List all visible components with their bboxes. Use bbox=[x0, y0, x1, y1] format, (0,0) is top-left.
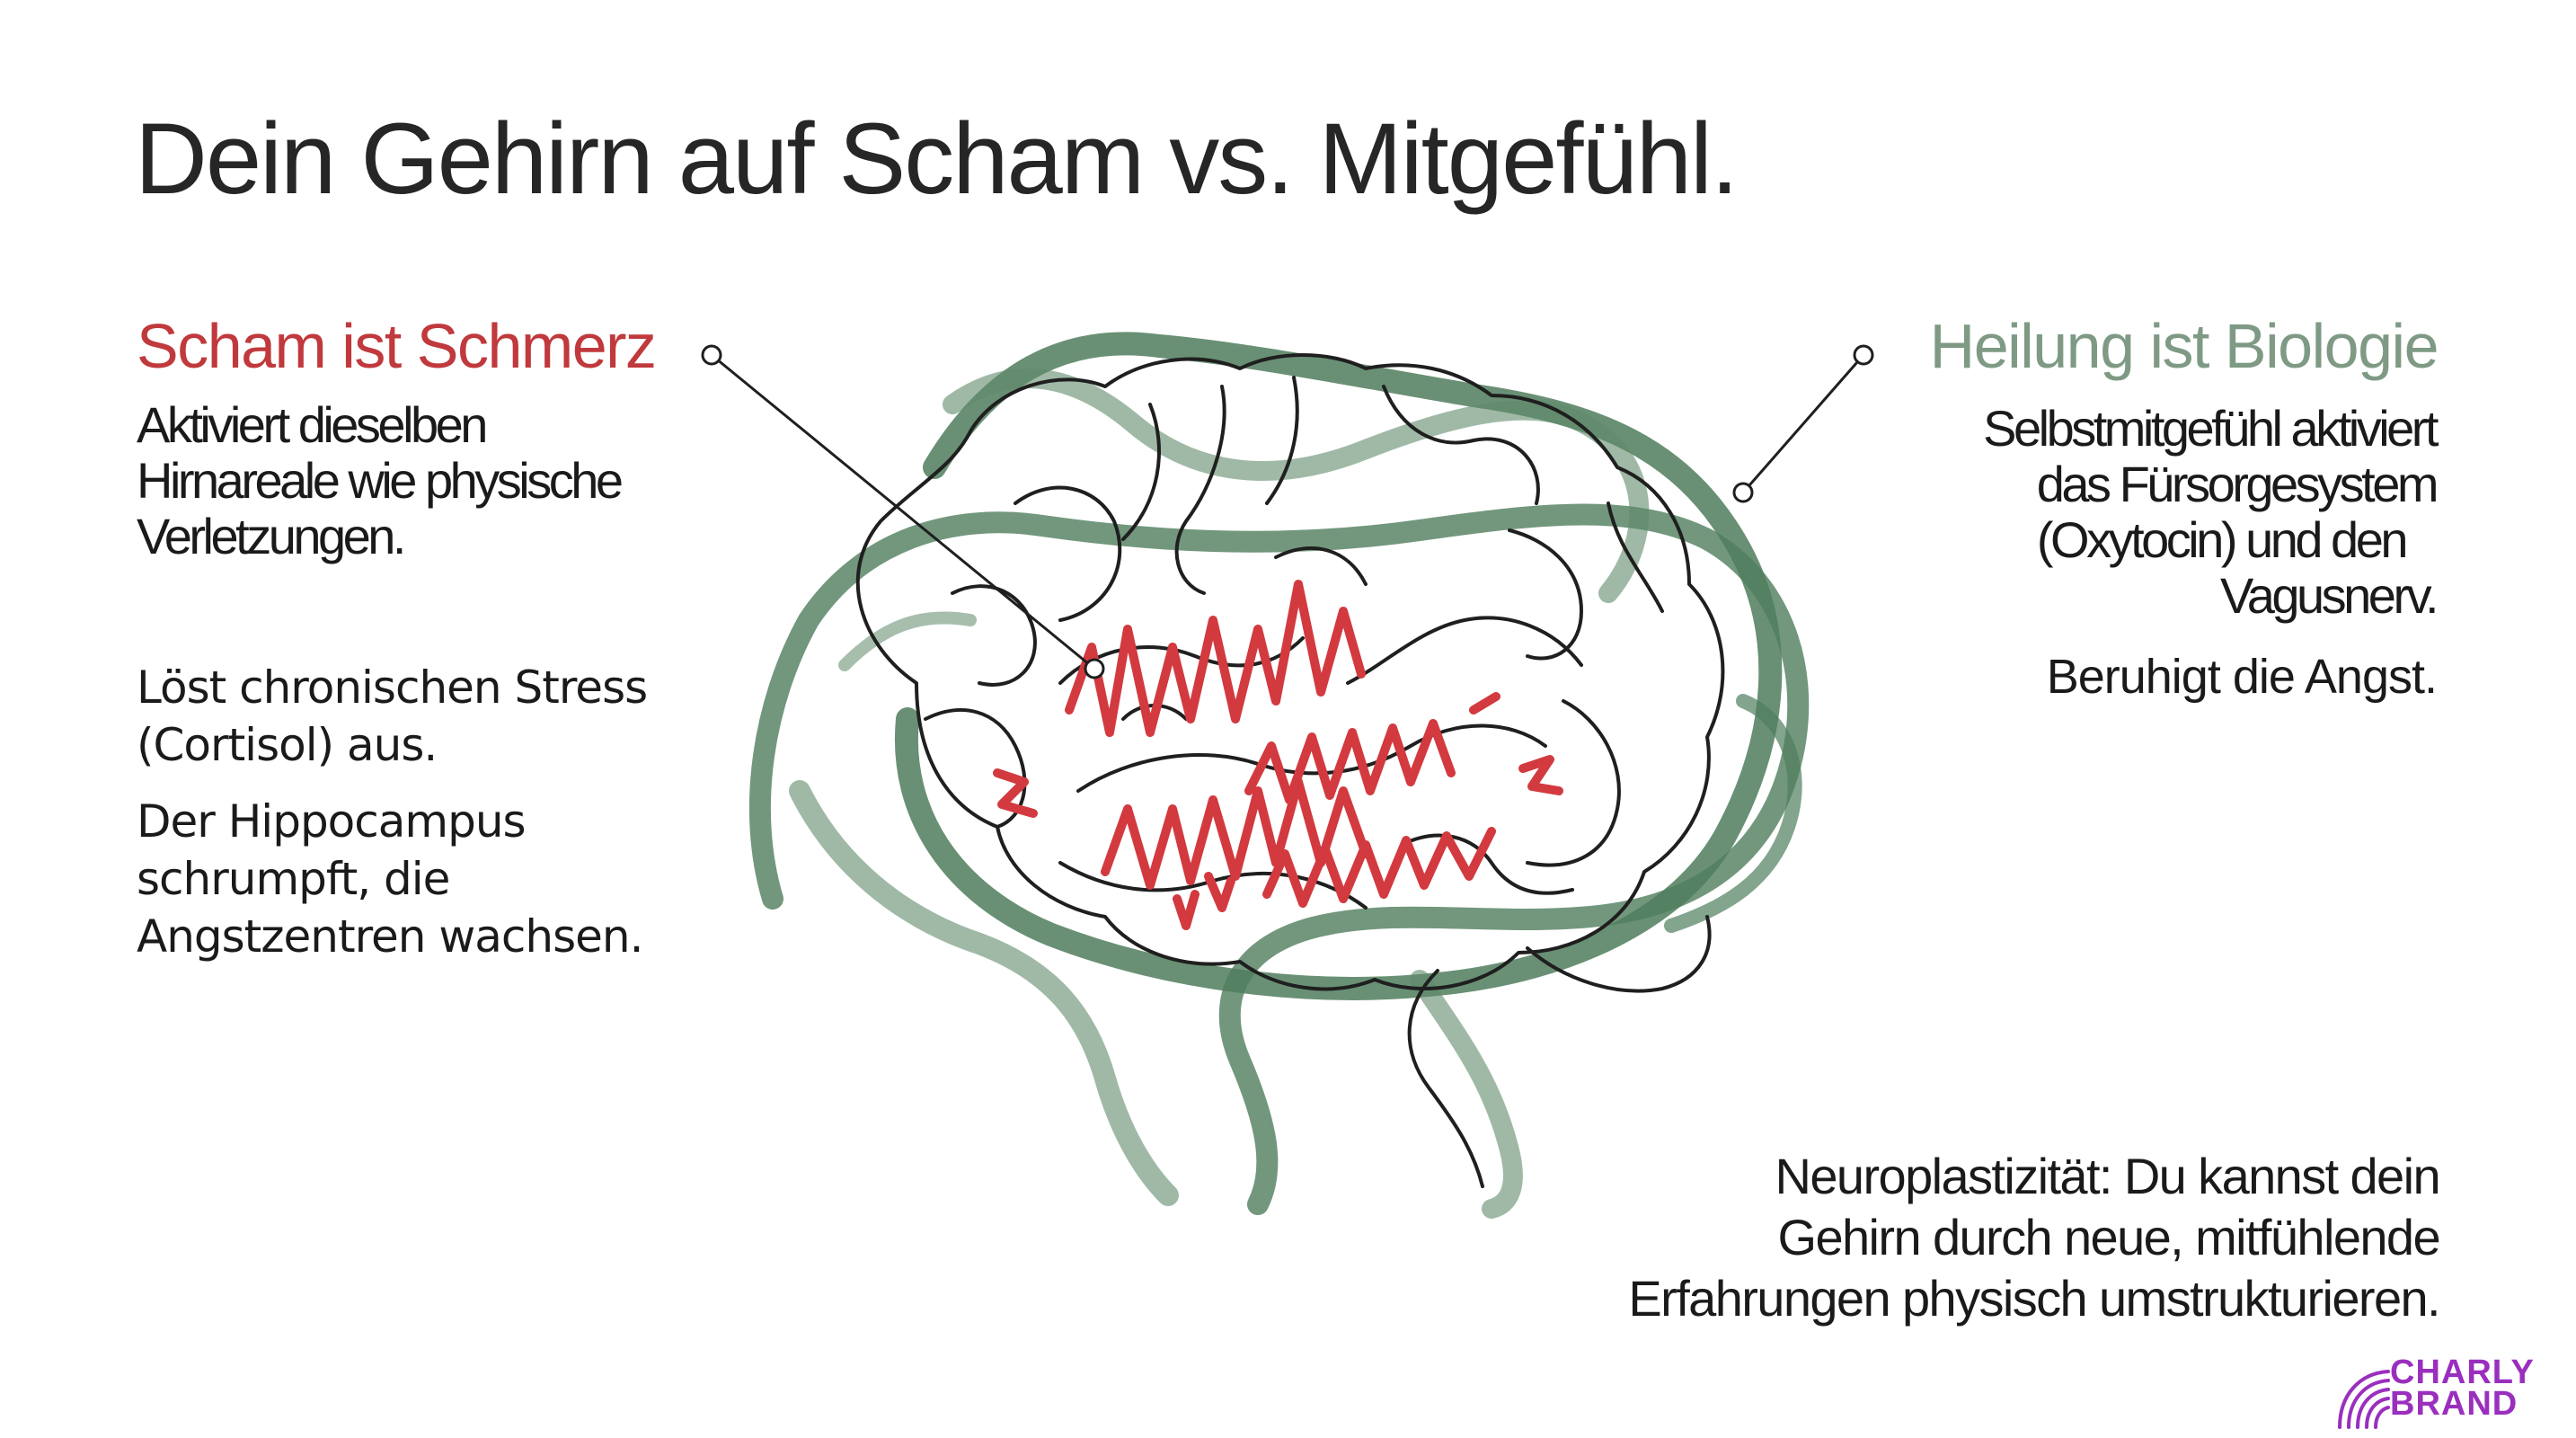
neuroplasticity-text: Neuroplastizität: Du kannst dein Gehirn … bbox=[1628, 1146, 2441, 1329]
hippocampus-line: schrumpft, die bbox=[137, 853, 450, 905]
stress-line: (Cortisol) aus. bbox=[137, 719, 438, 771]
hippocampus-line: Angstzentren wachsen. bbox=[137, 910, 643, 963]
logo-line: BRAND bbox=[2390, 1385, 2518, 1423]
healing-description: Selbstmitgefühl aktiviert das Fürsorgesy… bbox=[1983, 400, 2439, 624]
callout-leaders bbox=[701, 344, 1874, 679]
logo-mark-icon bbox=[2338, 1370, 2390, 1429]
shame-description-line: Aktiviert dieselben bbox=[137, 396, 488, 453]
brain-outline bbox=[855, 353, 1725, 1188]
logo-line: CHARLY bbox=[2390, 1354, 2535, 1391]
healing-description-line: (Oxytocin) und den bbox=[2036, 511, 2409, 568]
neuroplasticity-line: Erfahrungen physisch umstrukturieren. bbox=[1628, 1270, 2440, 1327]
healing-description-line: Vagusnerv. bbox=[2220, 567, 2439, 624]
shame-description: Aktiviert dieselben Hirnareale wie physi… bbox=[137, 396, 624, 564]
logo-text: CHARLY BRAND bbox=[2390, 1354, 2535, 1423]
calm-text: Beruhigt die Angst. bbox=[2046, 650, 2438, 704]
healing-description-line: das Fürsorgesystem bbox=[2036, 456, 2439, 512]
stress-text: Löst chronischen Stress (Cortisol) aus. bbox=[137, 659, 648, 774]
shame-description-line: Verletzungen. bbox=[137, 508, 406, 564]
hippocampus-text: Der Hippocampus schrumpft, die Angstzent… bbox=[137, 793, 643, 965]
stress-line: Löst chronischen Stress bbox=[137, 661, 648, 714]
neuroplasticity-line: Neuroplastizität: Du kannst dein bbox=[1775, 1148, 2441, 1204]
shame-heading: Scham ist Schmerz bbox=[137, 311, 657, 381]
compassion-strands bbox=[748, 332, 1810, 1219]
shame-zigzags bbox=[993, 580, 1563, 930]
healing-heading: Heilung ist Biologie bbox=[1929, 311, 2439, 381]
page-title: Dein Gehirn auf Scham vs. Mitgefühl. bbox=[135, 102, 1739, 215]
shame-description-line: Hirnareale wie physische bbox=[137, 452, 624, 509]
healing-description-line: Selbstmitgefühl aktiviert bbox=[1983, 400, 2439, 457]
hippocampus-line: Der Hippocampus bbox=[137, 795, 527, 848]
neuroplasticity-line: Gehirn durch neue, mitfühlende bbox=[1777, 1209, 2441, 1265]
